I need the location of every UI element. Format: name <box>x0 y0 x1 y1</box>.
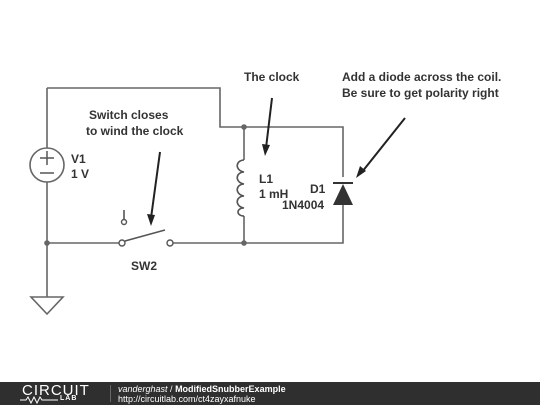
arrow-clock <box>262 97 273 156</box>
switch-note-line2: to wind the clock <box>86 124 184 138</box>
arrow-diode <box>356 117 406 178</box>
wire-top <box>47 87 344 177</box>
inductor-l1 <box>236 159 245 217</box>
switch-sw2 <box>118 210 174 247</box>
arrow-switch <box>147 151 161 226</box>
clock-note: The clock <box>244 70 300 84</box>
voltage-source-v1 <box>29 147 65 183</box>
footer-divider <box>110 385 111 402</box>
diode-d1 <box>333 182 353 205</box>
circuitlab-logo-lab: LAB <box>60 395 78 402</box>
wire-bottom-right <box>172 205 344 244</box>
junction-dot <box>241 240 247 246</box>
footer-bar: CIRCUIT LAB vanderghast / ModifiedSnubbe… <box>0 382 540 405</box>
source-value-label: 1 V <box>71 167 89 181</box>
diode-part-label: 1N4004 <box>282 198 324 212</box>
inductor-name-label: L1 <box>259 172 273 186</box>
inductor-value-label: 1 mH <box>259 187 288 201</box>
diode-name-label: D1 <box>310 182 326 196</box>
source-name-label: V1 <box>71 152 86 166</box>
title-separator: / <box>167 384 176 394</box>
ground-icon <box>29 296 65 316</box>
switch-name-label: SW2 <box>131 259 157 273</box>
circuit-schematic: The clock Add a diode across the coil. B… <box>29 70 501 316</box>
waveform-icon <box>20 396 58 404</box>
author-link[interactable]: vanderghast <box>118 384 168 394</box>
project-url-link[interactable]: http://circuitlab.com/ct4zayxafnuke <box>118 394 256 404</box>
diode-note-line1: Add a diode across the coil. <box>342 70 501 84</box>
footer-title: vanderghast / ModifiedSnubberExample <box>118 384 286 394</box>
junction-dot <box>44 240 50 246</box>
circuitlab-logo-text: CIRCUIT <box>22 382 90 399</box>
junction-dot <box>241 124 247 130</box>
project-name[interactable]: ModifiedSnubberExample <box>175 384 286 394</box>
diode-note-line2: Be sure to get polarity right <box>342 86 499 100</box>
switch-note-line1: Switch closes <box>89 108 169 122</box>
